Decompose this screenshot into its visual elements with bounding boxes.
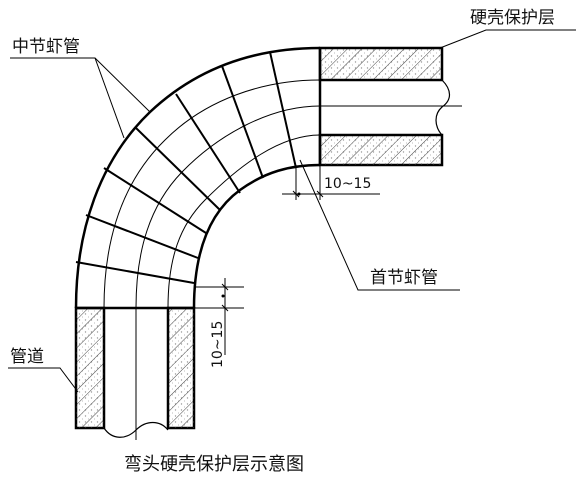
leader-lines	[8, 29, 576, 393]
elbow-bend	[74, 46, 322, 310]
pipe-vertical	[103, 308, 169, 440]
label-middle-segment: 中节虾管	[12, 37, 80, 57]
dimension-dot	[297, 192, 301, 196]
dimension-label-horizontal: 10~15	[324, 176, 371, 192]
figure-caption: 弯头硬壳保护层示意图	[124, 454, 304, 475]
hard-shell-top	[318, 46, 444, 82]
dimension-label-vertical: 10~15	[210, 321, 226, 368]
hard-shell-left	[74, 306, 106, 430]
label-first-segment: 首节虾管	[370, 268, 438, 288]
label-hard-shell: 硬壳保护层	[470, 8, 555, 28]
dimension-dot	[221, 294, 225, 298]
hard-shell-bottom	[318, 133, 444, 167]
pipe-horizontal	[320, 79, 462, 136]
dimension-vertical	[194, 278, 244, 355]
label-pipe: 管道	[10, 347, 44, 367]
hard-shell-right	[166, 306, 196, 430]
